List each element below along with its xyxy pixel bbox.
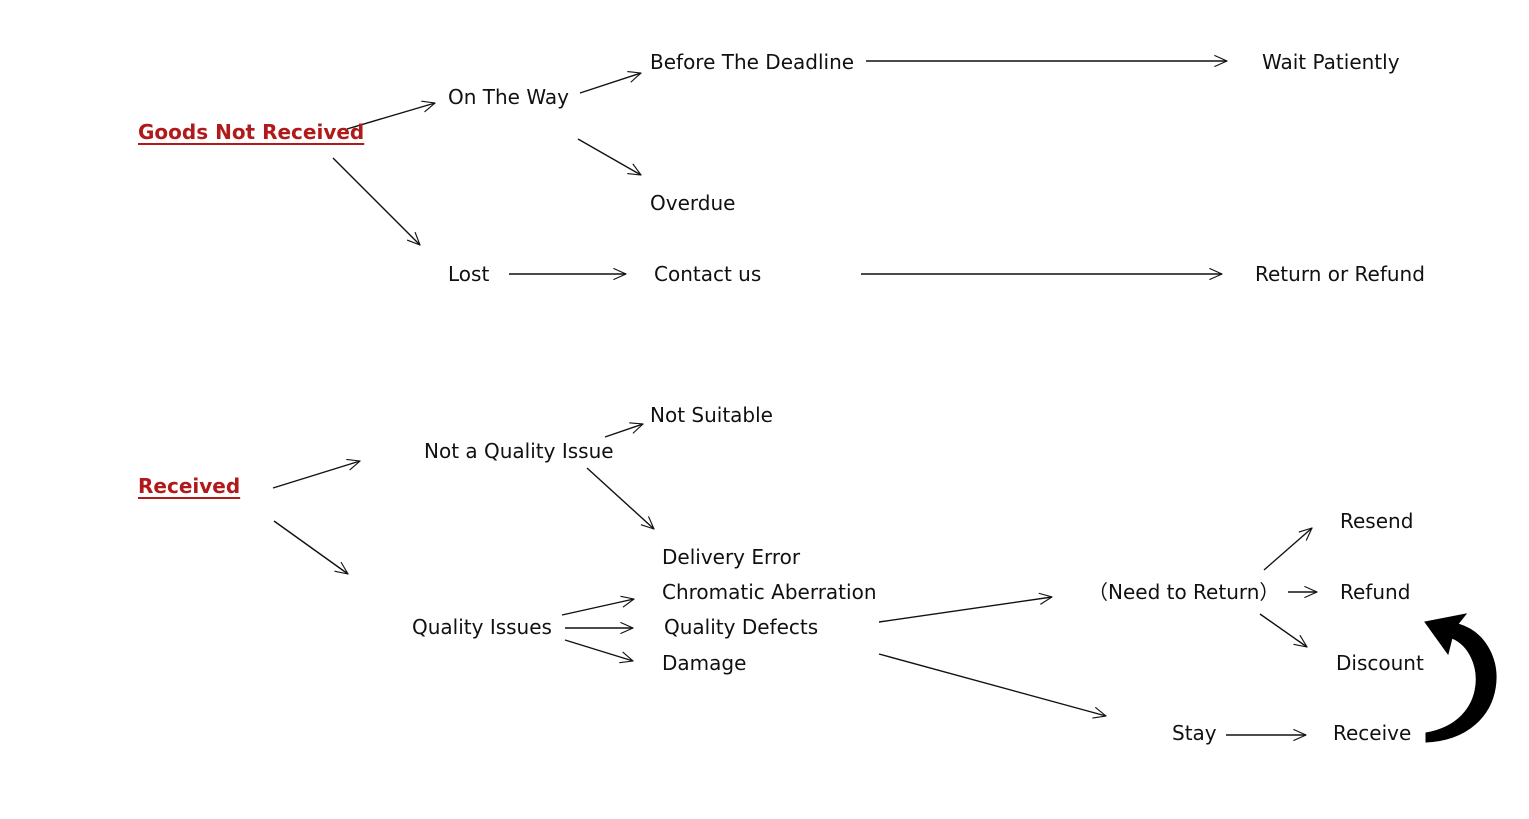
resend-label: Resend xyxy=(1340,509,1414,533)
quality-issues-label: Quality Issues xyxy=(412,615,552,639)
overdue-label: Overdue xyxy=(650,191,736,215)
arrow-goods-not-received-to-lost xyxy=(332,157,420,245)
arrow-on-the-way-to-before-deadline xyxy=(579,73,641,94)
damage-label: Damage xyxy=(662,651,747,675)
not-suitable-label: Not Suitable xyxy=(650,403,773,427)
arrow-need-to-return-to-resend xyxy=(1263,528,1312,571)
receive-label: Receive xyxy=(1333,721,1412,745)
chromatic-aberration-label: Chromatic Aberration xyxy=(662,580,877,604)
need-to-return-label: （Need to Return） xyxy=(1088,580,1280,604)
arrow-issues-to-need-to-return xyxy=(878,597,1052,623)
quality-defects-label: Quality Defects xyxy=(664,615,819,639)
arrow-received-to-not-quality-issue xyxy=(272,461,360,489)
arrow-on-the-way-to-overdue xyxy=(577,138,641,175)
not-quality-issue-label: Not a Quality Issue xyxy=(424,439,614,463)
return-or-refund-label: Return or Refund xyxy=(1255,262,1425,286)
on-the-way-label: On The Way xyxy=(448,85,569,109)
wait-patiently-label: Wait Patiently xyxy=(1262,50,1400,74)
arrow-need-to-return-to-discount xyxy=(1259,613,1307,647)
refund-label: Refund xyxy=(1340,580,1411,604)
arrow-quality-issues-to-chromatic-aberration xyxy=(561,599,634,616)
before-deadline-label: Before The Deadline xyxy=(650,50,855,74)
delivery-error-label: Delivery Error xyxy=(662,545,801,569)
arrow-issues-to-stay xyxy=(878,653,1106,716)
arrow-quality-issues-to-damage xyxy=(564,639,633,661)
curved-arrow-receive-to-discount xyxy=(1424,613,1497,743)
contact-us-label: Contact us xyxy=(654,262,762,286)
goods-not-received-heading: Goods Not Received xyxy=(138,120,365,144)
lost-label: Lost xyxy=(448,262,490,286)
arrow-not-quality-issue-to-not-suitable xyxy=(604,424,643,438)
received-heading: Received xyxy=(138,474,241,498)
arrow-not-quality-issue-to-delivery-error xyxy=(586,467,654,529)
stay-label: Stay xyxy=(1172,721,1217,745)
arrow-received-to-quality-issues xyxy=(273,520,348,574)
discount-label: Discount xyxy=(1336,651,1424,675)
arrow-goods-not-received-to-on-the-way xyxy=(346,103,435,130)
